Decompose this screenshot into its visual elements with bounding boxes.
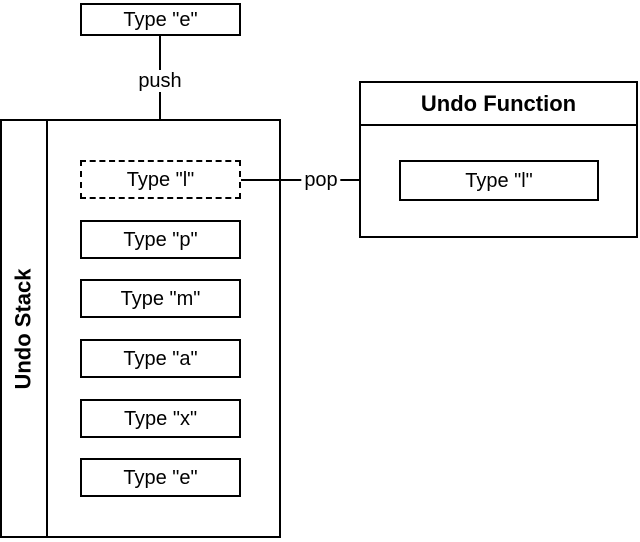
stack-item-label: Type "p"	[123, 228, 198, 251]
stack-item-label: Type "m"	[120, 287, 201, 310]
stack-item: Type "m"	[80, 279, 241, 318]
push-label: push	[135, 70, 185, 92]
input-event-box: Type "e"	[80, 3, 241, 36]
stack-item-top: Type "l"	[80, 160, 241, 199]
pop-label: pop	[301, 169, 341, 191]
stack-item-label: Type "a"	[123, 347, 198, 370]
input-event-label: Type "e"	[123, 8, 198, 31]
undo-function-item-label: Type "l"	[465, 169, 533, 192]
stack-item-label: Type "l"	[126, 168, 195, 191]
stack-item-label: Type "e"	[123, 466, 198, 489]
stack-item: Type "p"	[80, 220, 241, 259]
undo-function-box: Undo Function	[359, 81, 638, 238]
undo-function-title: Undo Function	[361, 83, 636, 126]
stack-item: Type "a"	[80, 339, 241, 378]
undo-function-item-box: Type "l"	[399, 160, 599, 201]
stack-item: Type "x"	[80, 399, 241, 438]
undo-stack-divider	[46, 119, 48, 538]
undo-stack-title-strip: Undo Stack	[0, 119, 48, 538]
undo-stack-title: Undo Stack	[11, 267, 36, 390]
stack-item: Type "e"	[80, 458, 241, 497]
stack-item-label: Type "x"	[123, 407, 198, 430]
